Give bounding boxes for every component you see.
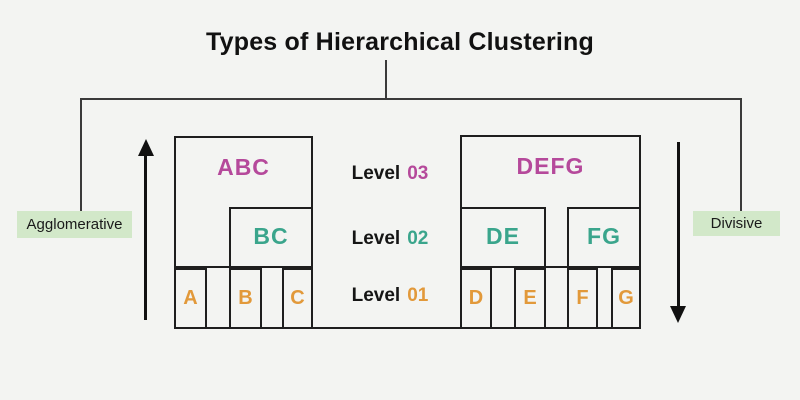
level-3-label: Level (351, 163, 401, 184)
tree-baseline (174, 327, 641, 329)
title-connector-stub (385, 60, 387, 99)
cluster-label-abc: ABC (217, 154, 270, 180)
right-branch-line (740, 98, 742, 212)
down-arrow-head-icon (670, 306, 686, 323)
agglomerative-label-text: Agglomerative (26, 216, 123, 233)
level-2-label: Level (351, 228, 401, 249)
cluster-box-de: DE (460, 207, 546, 268)
left-branch-line (80, 98, 82, 212)
cluster-box-defg: DE FG (460, 135, 641, 268)
cluster-label-defg: DEFG (516, 153, 585, 179)
leaf-box-f: F (567, 268, 598, 329)
up-arrow-icon (144, 154, 147, 320)
branch-connector-line (80, 98, 742, 100)
leaf-box-a: A (174, 268, 207, 329)
agglomerative-label: Agglomerative (17, 211, 132, 238)
page-title: Types of Hierarchical Clustering (206, 28, 594, 56)
cluster-label-bc: BC (253, 223, 289, 249)
cluster-label-de: DE (486, 223, 520, 249)
divisive-label-text: Divisive (710, 215, 763, 232)
cluster-label-fg: FG (587, 223, 621, 249)
level-3-row: Level 03 (330, 163, 450, 185)
level-3-number: 03 (407, 163, 429, 184)
leaf-box-d: D (460, 268, 492, 329)
level-1-label: Level (351, 285, 401, 306)
level-2-number: 02 (407, 228, 429, 249)
leaf-box-e: E (514, 268, 546, 329)
leaf-box-c: C (282, 268, 313, 329)
divisive-label: Divisive (693, 211, 780, 236)
level-1-number: 01 (407, 285, 429, 306)
cluster-box-bc: BC (229, 207, 313, 268)
cluster-box-fg: FG (567, 207, 641, 268)
leaf-box-g: G (611, 268, 641, 329)
level-1-row: Level 01 (330, 285, 450, 307)
up-arrow-head-icon (138, 139, 154, 156)
leaf-box-b: B (229, 268, 262, 329)
level-2-row: Level 02 (330, 228, 450, 250)
down-arrow-icon (677, 142, 680, 308)
